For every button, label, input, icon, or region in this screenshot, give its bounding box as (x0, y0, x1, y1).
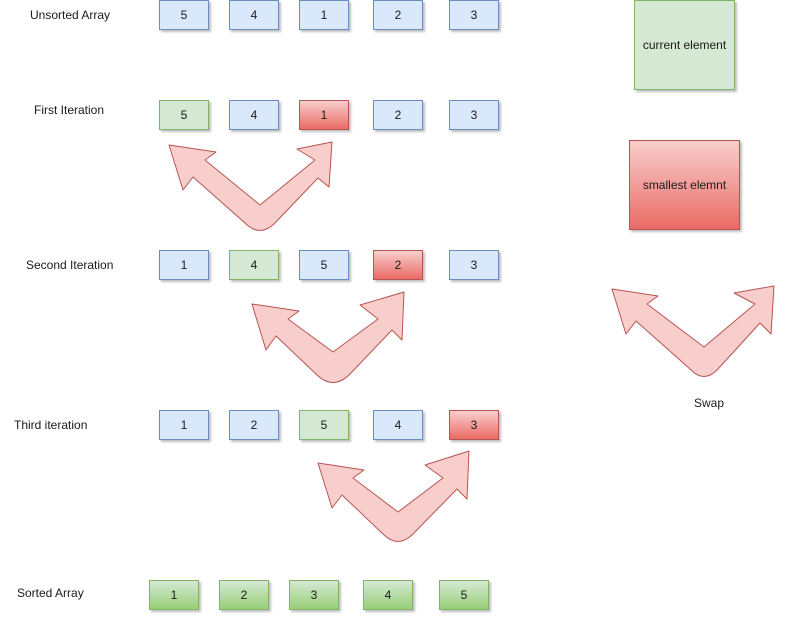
legend-swap-label: Swap (694, 396, 725, 410)
array-cell-sorted: 2 (219, 580, 269, 610)
array-cell-current: 4 (229, 250, 279, 280)
row-label-unsorted: Unsorted Array (30, 8, 111, 22)
array-cell-current: 5 (299, 410, 349, 440)
array-cell: 4 (373, 410, 423, 440)
row-label-second-iteration: Second Iteration (26, 258, 114, 272)
array-cell: 5 (299, 250, 349, 280)
array-cell: 5 (159, 0, 209, 30)
legend-smallest-label: smallest elemnt (642, 178, 727, 192)
row-label-sorted: Sorted Array (17, 586, 84, 600)
array-cell: 1 (299, 0, 349, 30)
array-cell-sorted: 3 (289, 580, 339, 610)
array-cell-current: 5 (159, 100, 209, 130)
array-cell-sorted: 1 (149, 580, 199, 610)
row-label-first-iteration: First Iteration (34, 103, 105, 117)
array-cell: 2 (229, 410, 279, 440)
array-cell-smallest: 2 (373, 250, 423, 280)
array-cell-smallest: 3 (449, 410, 499, 440)
array-cell: 1 (159, 410, 209, 440)
array-cell-sorted: 4 (363, 580, 413, 610)
swap-arrow-icon (168, 141, 333, 231)
legend-current-element: current element (634, 0, 735, 90)
array-cell: 1 (159, 250, 209, 280)
array-cell: 4 (229, 0, 279, 30)
array-cell: 2 (373, 100, 423, 130)
array-cell: 4 (229, 100, 279, 130)
array-cell: 3 (449, 100, 499, 130)
swap-arrow-icon (317, 450, 470, 542)
array-cell: 3 (449, 0, 499, 30)
swap-arrow-icon (251, 291, 405, 383)
array-cell: 2 (373, 0, 423, 30)
legend-smallest-element: smallest elemnt (629, 140, 740, 230)
swap-arrow-icon (611, 285, 775, 377)
row-label-third-iteration: Third iteration (14, 418, 88, 432)
array-cell-smallest: 1 (299, 100, 349, 130)
array-cell: 3 (449, 250, 499, 280)
array-cell-sorted: 5 (439, 580, 489, 610)
legend-current-label: current element (642, 38, 727, 52)
